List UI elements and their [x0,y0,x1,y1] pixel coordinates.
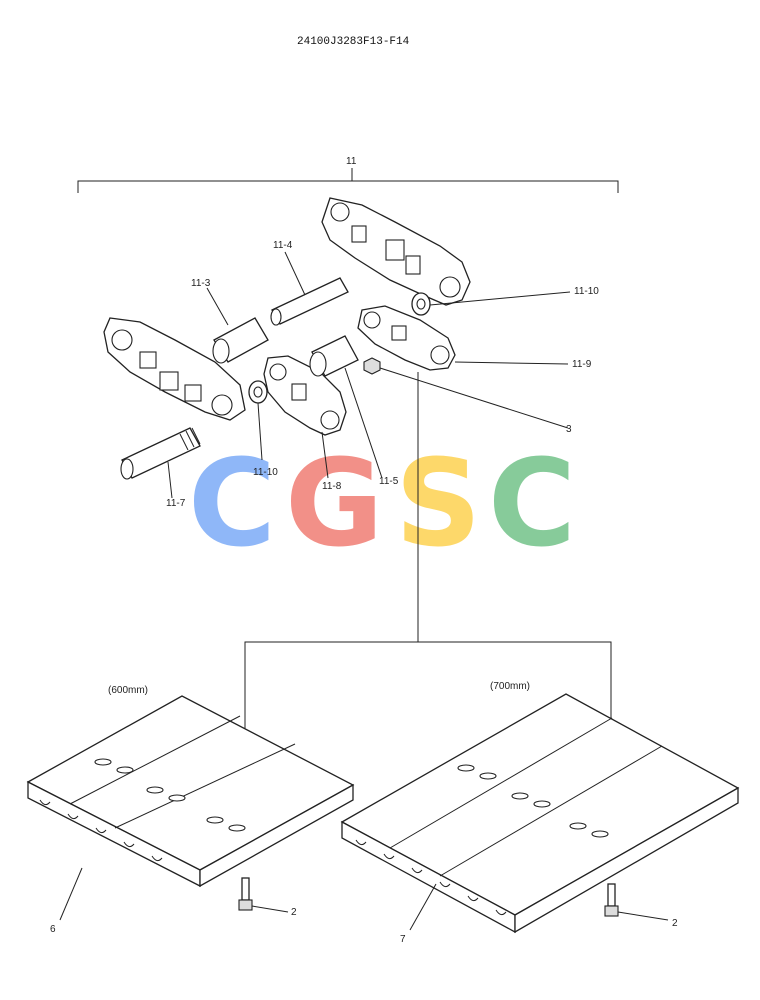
label-6: 6 [50,924,56,935]
watermark-letter-c1: C [188,435,276,574]
label-700mm: (700mm) [490,681,530,692]
watermark-letter-s: S [395,435,481,574]
bolt-600 [238,877,289,913]
label-2-right: 2 [672,918,678,929]
watermark-letter-g: G [285,435,384,574]
label-2-left: 2 [291,907,297,918]
bolt-700 [604,883,669,921]
bushing-11-3 [212,317,269,364]
watermark-letter-c2: C [488,435,576,574]
drawing-number: 24100J3283F13-F14 [297,36,410,48]
label-11-10-lower: 11-10 [253,467,278,478]
label-11: 11 [346,156,357,167]
label-600mm: (600mm) [108,685,148,696]
label-11-3: 11-3 [191,278,211,289]
label-11-10-upper: 11-10 [574,286,599,297]
label-11-7: 11-7 [166,498,186,509]
master-pin-11-7 [120,427,201,480]
washer-11-10-upper [411,292,431,316]
link-inner-center [263,355,347,436]
bushing-11-5 [309,335,359,377]
washer-11-10-lower [248,380,268,404]
label-7: 7 [400,934,406,945]
label-11-4: 11-4 [273,240,293,251]
track-shoe-600 [26,695,355,888]
nut-3 [363,357,381,375]
link-outer-left [103,317,246,421]
label-11-5: 11-5 [379,476,399,487]
watermark-logo: C G S C [188,435,576,574]
assembly-bracket [77,168,619,193]
leader-6 [59,867,83,921]
pin-11-4 [270,277,349,326]
label-11-8: 11-8 [322,481,342,492]
label-3: 3 [566,424,572,435]
link-inner-right [357,305,456,371]
leader-7 [409,883,437,931]
track-shoe-700 [340,693,740,934]
link-outer-right [321,197,471,306]
label-11-9: 11-9 [572,359,592,370]
